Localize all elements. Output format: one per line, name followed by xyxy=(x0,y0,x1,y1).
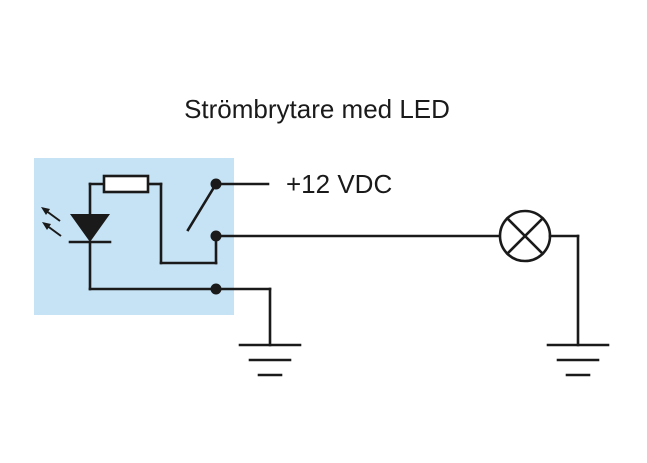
supply-label: +12 VDC xyxy=(286,169,392,199)
resistor-icon xyxy=(102,174,150,194)
led-wires xyxy=(88,182,218,291)
diagram-title: Strömbrytare med LED xyxy=(184,94,450,124)
lamp-icon xyxy=(498,209,552,263)
ground-icon xyxy=(546,343,610,377)
ground-icon xyxy=(238,343,302,377)
junction-dot xyxy=(210,283,222,295)
